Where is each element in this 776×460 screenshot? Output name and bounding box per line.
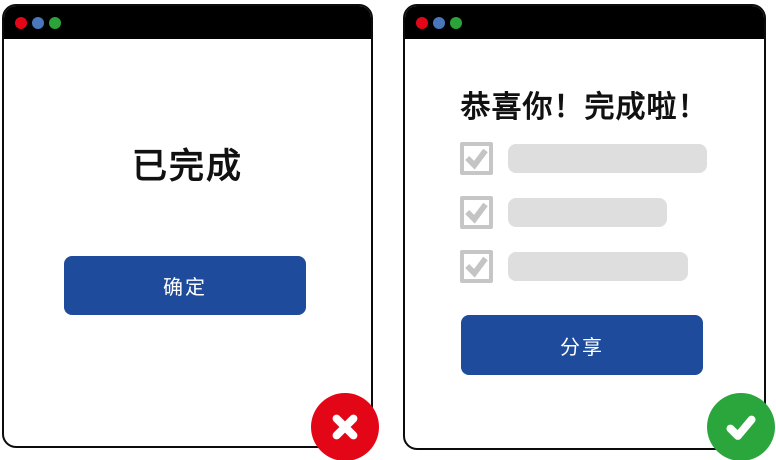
checkbox-checked[interactable] (460, 142, 493, 175)
traffic-light-close-icon[interactable] (15, 16, 27, 29)
success-badge (707, 393, 775, 460)
text-placeholder (508, 144, 707, 173)
traffic-light-minimize-icon[interactable] (433, 16, 445, 29)
titlebar (4, 6, 371, 39)
check-mark-icon (726, 415, 756, 440)
window-left-completed-dialog: 已完成 确定 (2, 4, 373, 448)
checkbox-checked[interactable] (460, 196, 493, 229)
x-mark-icon (332, 414, 358, 440)
titlebar (405, 6, 764, 39)
dialog-heading: 恭喜你！完成啦！ (460, 91, 709, 124)
checkmark-icon (465, 256, 488, 278)
dialog-title: 已完成 (131, 147, 243, 186)
checklist-item (460, 142, 707, 175)
confirm-button[interactable]: 确定 (64, 256, 306, 315)
checkbox-checked[interactable] (460, 250, 493, 283)
window-right-congrats-dialog: 恭喜你！完成啦！ 分享 (403, 4, 766, 450)
checkmark-icon (465, 148, 488, 170)
checklist-item (460, 196, 667, 229)
share-button[interactable]: 分享 (461, 315, 703, 375)
traffic-light-zoom-icon[interactable] (49, 16, 61, 29)
checkmark-icon (465, 202, 488, 224)
text-placeholder (508, 198, 667, 227)
checklist-item (460, 250, 688, 283)
traffic-light-close-icon[interactable] (416, 16, 428, 29)
text-placeholder (508, 252, 688, 281)
traffic-light-minimize-icon[interactable] (32, 16, 44, 29)
error-badge (311, 393, 379, 460)
traffic-light-zoom-icon[interactable] (450, 16, 462, 29)
